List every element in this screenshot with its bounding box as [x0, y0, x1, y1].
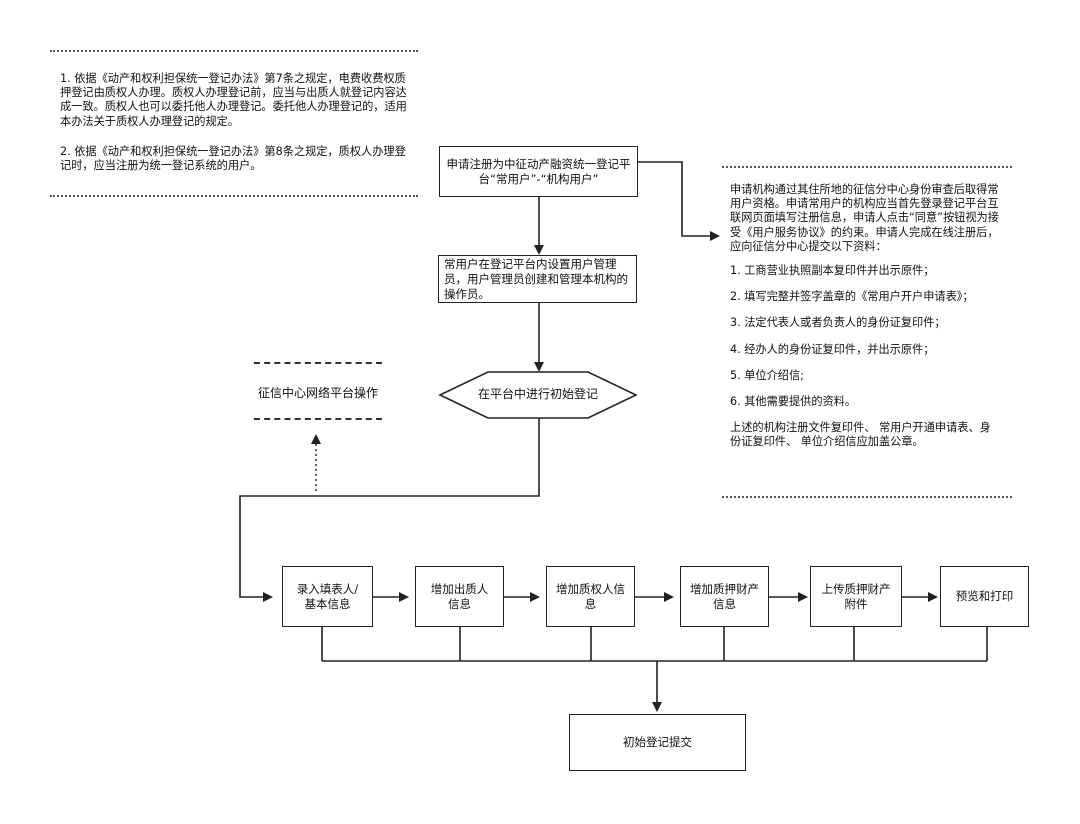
left-notes-bottom-border	[50, 195, 418, 197]
left-note-1: 1. 依据《动产和权利担保统一登记办法》第7条之规定，电费收费权质押登记由质权人…	[60, 72, 407, 128]
step-pledgor-info: 增加出质人信息	[415, 566, 504, 627]
initial-decision-label: 在平台中进行初始登记	[477, 387, 598, 401]
step-pledgee-info: 增加质权人信息	[546, 566, 635, 627]
platform-op-label: 征信中心网络平台操作	[257, 386, 378, 400]
admin-box: 常用户在登记平台内设置用户管理员，用户管理员创建和管理本机构的操作员。	[438, 255, 637, 303]
register-text: 申请注册为中征动产融资统一登记平台“常用户”-“机构用户”	[446, 156, 631, 186]
arrow-initial-to-steps	[239, 418, 540, 602]
step-pledged-property-text: 增加质押财产信息	[690, 581, 759, 611]
right-notes: 申请机构通过其住所地的征信分中心身份审查后取得常用户资格。申请常用户的机构应当首…	[730, 183, 1002, 450]
step-pledgor-info-text: 增加出质人信息	[430, 581, 489, 611]
right-note-item-1: 1. 工商营业执照副本复印件并出示原件；	[730, 264, 935, 278]
step-pledged-property: 增加质押财产信息	[680, 566, 769, 627]
left-note-2: 2. 依据《动产和权利担保统一登记办法》第8条之规定，质权人办理登记时，应当注册…	[60, 144, 406, 173]
platform-top-line	[254, 362, 382, 364]
right-notes-top-border	[722, 166, 1012, 168]
right-note-item-3: 3. 法定代表人或者负责人的身份证复印件；	[730, 316, 946, 330]
submit-box: 初始登记提交	[569, 714, 746, 771]
step-upload-attachments-text: 上传质押财产附件	[821, 581, 891, 611]
right-note-item-2: 2. 填写完整并签字盖章的《常用户开户申请表》；	[730, 290, 974, 304]
step-pledgee-info-text: 增加质权人信息	[556, 581, 625, 611]
step-basic-info: 录入填表人/基本信息	[282, 566, 373, 627]
platform-bottom-line	[254, 418, 382, 420]
right-note-intro: 申请机构通过其住所地的征信分中心身份审查后取得常用户资格。申请常用户的机构应当首…	[730, 183, 999, 253]
step-basic-info-text: 录入填表人/基本信息	[296, 581, 359, 611]
register-box: 申请注册为中征动产融资统一登记平台“常用户”-“机构用户”	[439, 146, 638, 197]
right-notes-bottom-border	[722, 496, 1012, 498]
admin-text: 常用户在登记平台内设置用户管理员，用户管理员创建和管理本机构的操作员。	[444, 256, 628, 301]
right-note-item-5: 5. 单位介绍信;	[730, 368, 804, 382]
step-preview-print: 预览和打印	[940, 566, 1029, 627]
left-notes-top-border	[50, 50, 418, 52]
right-note-outro: 上述的机构注册文件复印件、 常用户开通申请表、身份证复印件、 单位介绍信应加盖公…	[730, 421, 991, 449]
right-note-item-4: 4. 经办人的身份证复印件，并出示原件；	[730, 342, 935, 356]
initial-decision	[438, 371, 638, 419]
arrow-register-to-notes	[637, 161, 720, 241]
step-upload-attachments: 上传质押财产附件	[810, 566, 902, 627]
step-preview-print-text: 预览和打印	[955, 589, 1014, 603]
right-note-item-6: 6. 其他需要提供的资料。	[730, 395, 857, 409]
submit-text: 初始登记提交	[623, 735, 692, 749]
left-notes: 1. 依据《动产和权利担保统一登记办法》第7条之规定，电费收费权质押登记由质权人…	[60, 72, 412, 173]
